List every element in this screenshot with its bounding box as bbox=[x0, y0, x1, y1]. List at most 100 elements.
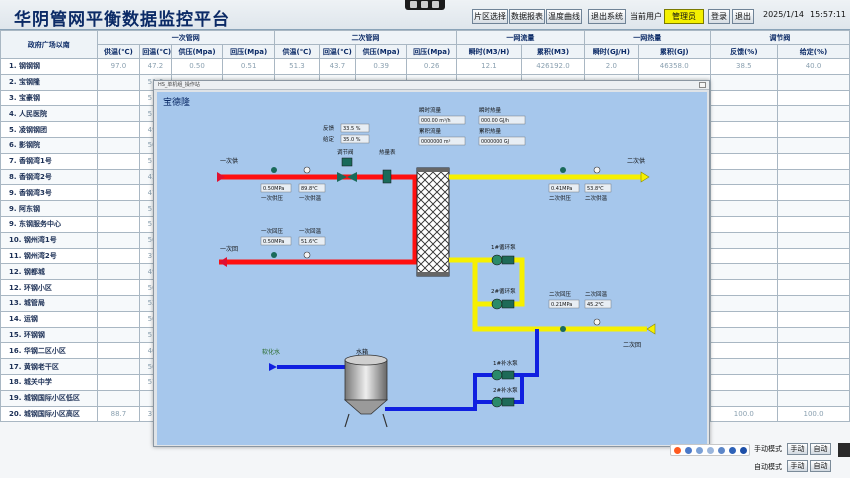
table-cell: 97.0 bbox=[96, 58, 141, 75]
pressure-gauge-icon bbox=[271, 167, 277, 173]
primary-return-temp-label: 一次回温 bbox=[299, 227, 322, 235]
table-cell bbox=[96, 215, 141, 233]
control-valve-label: 调节阀 bbox=[337, 148, 354, 156]
ime-punct-icon[interactable] bbox=[696, 447, 703, 454]
ime-keyboard-icon[interactable] bbox=[718, 447, 725, 454]
window-icon[interactable] bbox=[421, 1, 428, 8]
circulation-pump-2[interactable] bbox=[491, 298, 515, 310]
popup-close-icon[interactable] bbox=[699, 82, 706, 88]
station-name-cell[interactable]: 8. 香钢湾2号 bbox=[0, 168, 98, 186]
time-display: 15:57:11 bbox=[810, 10, 846, 19]
station-name-cell[interactable]: 7. 香钢湾1号 bbox=[0, 152, 98, 170]
makeup-pipe bbox=[385, 329, 539, 411]
logout-button[interactable]: 退出 bbox=[732, 9, 754, 24]
ime-logo-icon[interactable] bbox=[674, 447, 681, 454]
auto-button-row19[interactable]: 自动 bbox=[810, 443, 831, 455]
table-cell: 88.7 bbox=[96, 405, 141, 423]
mode-label-row20: 自动模式 bbox=[754, 463, 782, 471]
secondary-return-pipe bbox=[449, 257, 647, 332]
current-user-label: 当前用户 bbox=[630, 12, 662, 21]
station-name-cell[interactable]: 10. 钢州湾1号 bbox=[0, 231, 98, 249]
circulation-pump-1[interactable] bbox=[491, 254, 515, 266]
table-cell bbox=[777, 389, 850, 407]
popup-titlebar[interactable]: HS_单机组_操作站 bbox=[154, 81, 709, 90]
table-cell: 46358.0 bbox=[637, 58, 711, 75]
close-icon[interactable] bbox=[432, 1, 439, 8]
station-name-cell[interactable]: 14. 运钢 bbox=[0, 310, 98, 328]
makeup-pump-1[interactable] bbox=[491, 369, 515, 381]
login-button[interactable]: 登录 bbox=[708, 9, 730, 24]
secondary-return-temp: 45.2℃ bbox=[587, 302, 604, 308]
ime-toolbar[interactable] bbox=[670, 444, 750, 456]
station-name-cell[interactable]: 6. 影钢院 bbox=[0, 136, 98, 154]
manual-button-row20[interactable]: 手动 bbox=[787, 460, 808, 472]
cum-heat-label: 累积热量 bbox=[479, 127, 502, 135]
station-name-cell[interactable]: 9. 香钢湾3号 bbox=[0, 184, 98, 202]
station-name-cell[interactable]: 12. 环钢小区 bbox=[0, 279, 98, 296]
station-name-cell[interactable]: 2. 宝钢隆 bbox=[0, 73, 98, 91]
side-handle[interactable] bbox=[838, 443, 850, 457]
table-cell bbox=[709, 73, 779, 91]
station-name-cell[interactable]: 17. 黄钢老干区 bbox=[0, 358, 98, 375]
exit-system-button[interactable]: 退出系统 bbox=[588, 9, 626, 24]
table-cell bbox=[96, 89, 141, 107]
table-cell bbox=[709, 105, 779, 123]
table-cell bbox=[777, 152, 850, 170]
region-select-button[interactable]: 片区选择 bbox=[472, 9, 508, 24]
station-name-cell[interactable]: 1. 钢钢钢 bbox=[0, 58, 98, 75]
auto-button-row20[interactable]: 自动 bbox=[810, 460, 831, 472]
remote-toolbar[interactable] bbox=[405, 0, 445, 10]
station-name-cell[interactable]: 16. 华钢二区小区 bbox=[0, 342, 98, 360]
station-name-cell[interactable]: 18. 城关中学 bbox=[0, 373, 98, 391]
control-valve[interactable] bbox=[337, 157, 357, 182]
primary-return-arrow bbox=[219, 257, 227, 267]
column-header: 供压(Mpa) bbox=[170, 44, 224, 59]
station-name-cell[interactable]: 13. 城管局 bbox=[0, 294, 98, 312]
station-name-cell[interactable]: 15. 环钢钢 bbox=[0, 326, 98, 344]
secondary-supply-temp: 53.8℃ bbox=[587, 186, 604, 192]
data-report-button[interactable]: 数据报表 bbox=[509, 9, 545, 24]
primary-supply-pressure: 0.50MPa bbox=[263, 186, 284, 192]
station-name-cell[interactable]: 20. 城钢国际小区高区 bbox=[0, 405, 98, 423]
station-name-cell[interactable]: 9. 阿东钢 bbox=[0, 200, 98, 217]
station-name-cell[interactable]: 11. 钢州湾2号 bbox=[0, 247, 98, 265]
table-cell: 100.0 bbox=[777, 405, 850, 423]
station-name-cell[interactable]: 19. 城钢国际小区低区 bbox=[0, 389, 98, 407]
station-name-cell[interactable]: 3. 宝豪钢 bbox=[0, 89, 98, 107]
manual-button-row19[interactable]: 手动 bbox=[787, 443, 808, 455]
makeup-pump-2[interactable] bbox=[491, 396, 515, 408]
station-name-cell[interactable]: 5. 凌钢钢团 bbox=[0, 121, 98, 138]
secondary-supply-pressure-label: 二次供压 bbox=[549, 194, 572, 202]
pressure-gauge-icon bbox=[560, 167, 566, 173]
table-cell: 100.0 bbox=[709, 405, 779, 423]
table-cell bbox=[96, 263, 141, 281]
station-name-cell[interactable]: 4. 人民医院 bbox=[0, 105, 98, 123]
table-column-header: 供温(℃)回温(℃)供压(Mpa)回压(Mpa)供温(℃)回温(℃)供压(Mpa… bbox=[1, 44, 850, 59]
temperature-curve-button[interactable]: 温度曲线 bbox=[546, 9, 582, 24]
table-cell bbox=[777, 326, 850, 344]
thermometer-icon bbox=[303, 251, 311, 259]
station-name-cell[interactable]: 12. 钢都城 bbox=[0, 263, 98, 281]
table-cell bbox=[777, 136, 850, 154]
ime-menu-icon[interactable] bbox=[740, 447, 747, 454]
secondary-supply-pressure: 0.41MPa bbox=[551, 186, 572, 192]
table-cell bbox=[777, 310, 850, 328]
ime-skin-icon[interactable] bbox=[729, 447, 736, 454]
corner-header: 政府广场以南 bbox=[0, 30, 98, 59]
station-name-cell[interactable]: 9. 东钢服务中心 bbox=[0, 215, 98, 233]
primary-return-pressure: 0.50MPa bbox=[263, 239, 284, 245]
table-cell bbox=[777, 168, 850, 186]
pin-icon[interactable] bbox=[410, 1, 417, 8]
group-valve: 调节阀 bbox=[709, 30, 850, 45]
table-cell bbox=[96, 342, 141, 360]
station-popup-window[interactable]: HS_单机组_操作站 宝德隆 一次供 bbox=[153, 80, 710, 447]
secondary-return-pressure: 0.21MPa bbox=[551, 302, 572, 308]
table-cell bbox=[96, 326, 141, 344]
group-primary: 一次管网 bbox=[96, 30, 276, 45]
feedback-value: 33.5 % bbox=[343, 126, 361, 132]
ime-mic-icon[interactable] bbox=[707, 447, 714, 454]
primary-return-temp: 51.6℃ bbox=[301, 239, 318, 245]
ime-mode-icon[interactable] bbox=[685, 447, 692, 454]
cum-heat-value: 0000000 GJ bbox=[481, 139, 509, 145]
